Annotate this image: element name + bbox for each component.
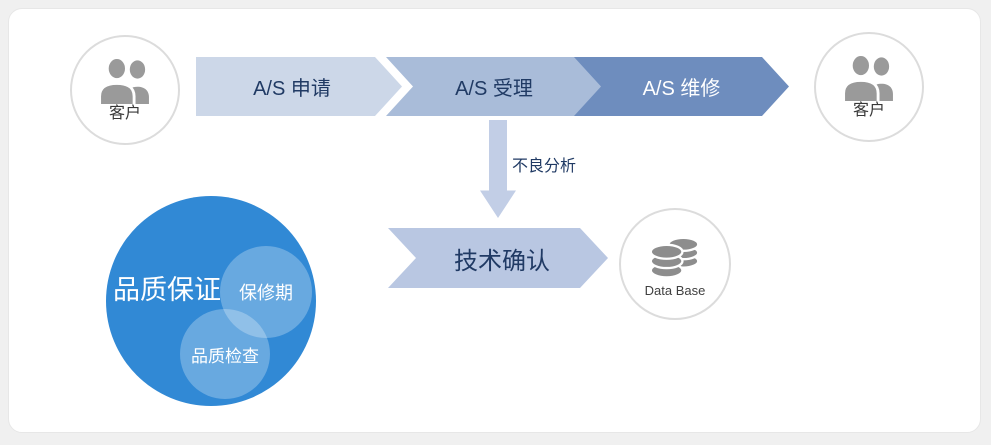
customer-right-circle: 客户 [814, 32, 924, 142]
branch-down-arrow [480, 120, 516, 218]
step-as-application-label: A/S 申请 [253, 78, 331, 100]
diagram-card: 客户 A/S 申请 A/S 受理 A/S 维修 客户 [8, 8, 981, 433]
quality-inspection-label: 品质检查 [191, 346, 259, 366]
step-as-repair: A/S 维修 [574, 57, 789, 116]
customer-left-circle: 客户 [70, 35, 180, 145]
quality-inspection-circle: 品质检查 [180, 309, 270, 399]
database-circle: Data Base [619, 208, 731, 320]
step-as-application: A/S 申请 [196, 57, 402, 116]
quality-assurance-label: 品质保证 [113, 275, 221, 305]
people-icon [98, 58, 149, 104]
step-technical-confirm: 技术确认 [388, 228, 608, 288]
quality-assurance-circle: 品质保证 保修期 品质检查 [106, 196, 316, 406]
database-icon [649, 236, 700, 279]
customer-right-label: 客户 [852, 102, 885, 119]
step-as-acceptance: A/S 受理 [386, 57, 602, 116]
database-label: Data Base [644, 282, 706, 298]
step-as-repair-label: A/S 维修 [642, 78, 721, 100]
step-technical-confirm-label: 技术确认 [454, 247, 550, 275]
step-as-acceptance-label: A/S 受理 [455, 78, 533, 100]
warranty-period-circle: 保修期 [220, 246, 312, 338]
people-icon [842, 55, 893, 101]
warranty-period-label: 保修期 [239, 283, 293, 303]
customer-left-label: 客户 [108, 105, 141, 122]
branch-label: 不良分析 [512, 158, 577, 175]
